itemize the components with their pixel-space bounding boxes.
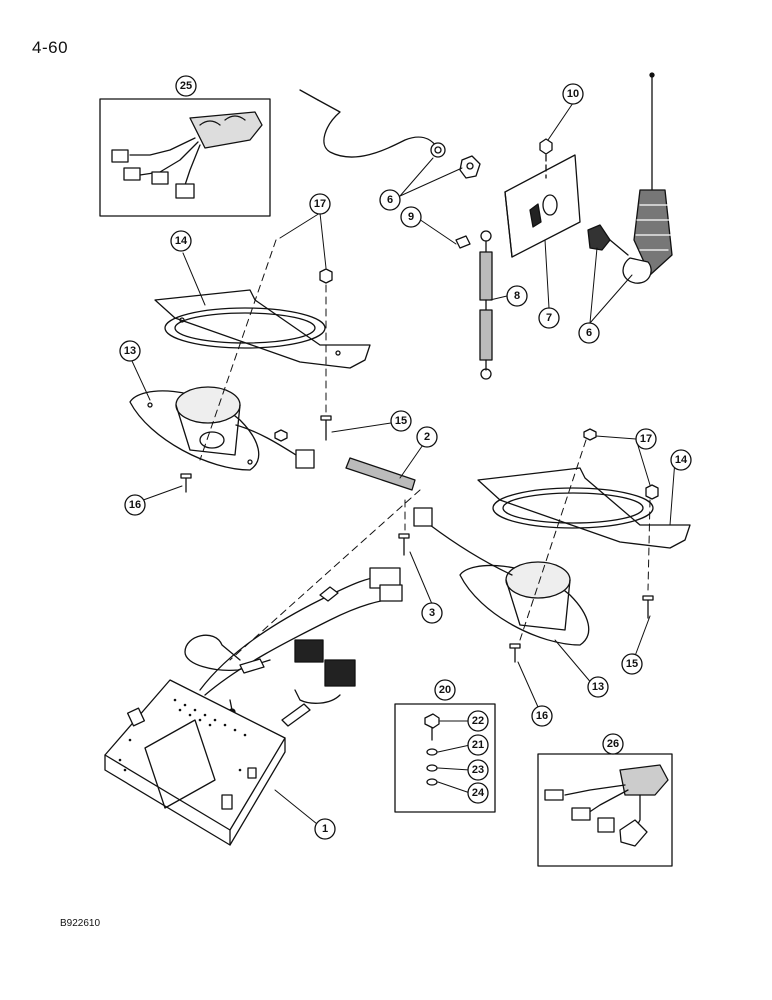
speaker-right-13	[413, 507, 590, 646]
callout-16-upper: 16	[129, 499, 141, 511]
radio-unit-1	[104, 679, 286, 846]
antenna-bracket-7	[504, 138, 581, 258]
callout-1: 1	[322, 823, 328, 835]
callout-13-upper: 13	[124, 345, 136, 357]
callout-6-antenna: 6	[586, 327, 592, 339]
inset-hardware-20	[394, 703, 496, 813]
page-number: 4-60	[32, 38, 69, 57]
callout-9: 9	[408, 211, 414, 223]
callout-20: 20	[439, 684, 451, 696]
callout-10: 10	[567, 88, 579, 100]
callout-circles	[119, 75, 692, 840]
figure-code: B922610	[60, 918, 101, 929]
callout-17-lower: 17	[640, 433, 652, 445]
callout-15-upper: 15	[395, 415, 407, 427]
callout-8: 8	[514, 290, 520, 302]
fasteners	[180, 268, 659, 663]
callout-25: 25	[180, 80, 192, 92]
callout-7: 7	[546, 312, 552, 324]
inset-harness-25	[99, 98, 271, 217]
speaker-plate-right-14	[477, 467, 691, 549]
callout-13-lower: 13	[592, 681, 604, 693]
callout-23: 23	[472, 764, 484, 776]
antenna-mast	[587, 72, 673, 284]
callout-24: 24	[472, 787, 485, 799]
callout-26: 26	[607, 738, 619, 750]
bracket-2	[345, 457, 416, 491]
callout-3: 3	[429, 607, 435, 619]
alignment-lines	[199, 239, 651, 661]
callout-14-lower: 14	[675, 454, 688, 466]
callout-6-cable: 6	[387, 194, 393, 206]
speaker-plate-left-14	[154, 289, 371, 369]
ground-strap-8	[455, 230, 493, 380]
callout-15-lower: 15	[626, 658, 638, 670]
antenna-cable	[299, 89, 481, 179]
radio-wiring-harness	[184, 567, 403, 727]
inset-harness-26	[537, 753, 673, 867]
speaker-left-13	[129, 386, 315, 471]
callout-2: 2	[424, 431, 430, 443]
callout-21: 21	[472, 739, 484, 751]
callout-16-lower: 16	[536, 710, 548, 722]
callout-17-upper: 17	[314, 198, 326, 210]
callout-14-upper: 14	[175, 235, 188, 247]
callout-22: 22	[472, 715, 484, 727]
